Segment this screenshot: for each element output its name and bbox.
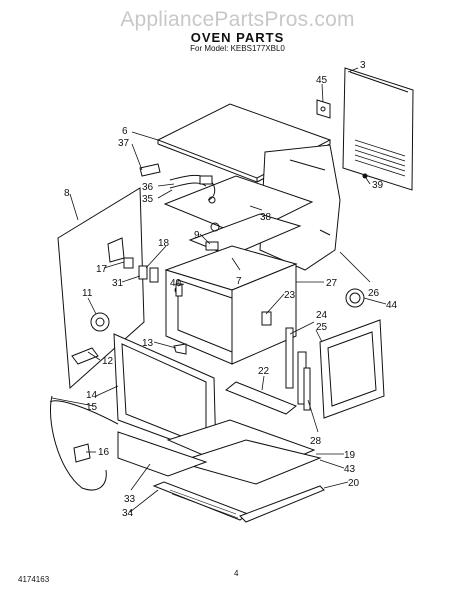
- callout-6: 6: [122, 126, 128, 137]
- callout-20: 20: [348, 478, 360, 489]
- oven-vent-fittings: [175, 241, 219, 297]
- door-gasket: [49, 395, 119, 491]
- door-latch: [73, 443, 91, 463]
- document-number: 4174163: [18, 575, 50, 584]
- bottom-rail: [225, 381, 297, 415]
- callout-25: 25: [316, 322, 328, 333]
- oven-switch-brackets: [123, 257, 159, 283]
- callout-leader-lines: [51, 67, 387, 513]
- callout-9: 9: [194, 230, 200, 241]
- callout-43: 43: [344, 464, 356, 475]
- door-clip: [173, 343, 187, 355]
- callout-35: 35: [142, 194, 154, 205]
- bottom-plate: [117, 431, 208, 477]
- gasket-ring: [345, 288, 365, 308]
- model-subtitle: For Model: KEBS177XBL0: [190, 44, 285, 53]
- callout-39: 39: [372, 180, 384, 191]
- callout-16: 16: [98, 447, 110, 458]
- oven-wiring-harness: [139, 163, 216, 201]
- callout-24: 24: [316, 310, 328, 321]
- rear-cover-panel: [319, 319, 385, 419]
- callout-14: 14: [86, 390, 98, 401]
- door-hinge-brackets: [285, 327, 311, 411]
- callout-7: 7: [236, 276, 242, 287]
- page-title: OVEN PARTS: [190, 30, 285, 45]
- kick-rail: [152, 481, 325, 523]
- callout-19: 19: [344, 450, 356, 461]
- callout-26: 26: [368, 288, 380, 299]
- callout-31: 31: [112, 278, 124, 289]
- callout-22: 22: [258, 366, 270, 377]
- callout-34: 34: [122, 508, 134, 519]
- callout-28: 28: [310, 436, 322, 447]
- callout-18: 18: [158, 238, 170, 249]
- page-number: 4: [234, 569, 239, 578]
- callout-44: 44: [386, 300, 398, 311]
- callout-3: 3: [360, 60, 366, 71]
- callout-33: 33: [124, 494, 136, 505]
- back-panel: [316, 67, 414, 191]
- oven-cavity: [164, 245, 298, 365]
- watermark: AppliancePartsPros.com: [120, 8, 355, 31]
- callout-11: 11: [82, 288, 93, 299]
- callout-23: 23: [284, 290, 296, 301]
- callout-17: 17: [96, 264, 108, 275]
- callout-15: 15: [86, 402, 98, 413]
- callout-37: 37: [118, 138, 130, 149]
- callout-45: 45: [316, 75, 328, 86]
- callout-12: 12: [102, 356, 114, 367]
- callout-38: 38: [260, 212, 272, 223]
- oven-bottom-panel: [166, 419, 322, 485]
- callout-8: 8: [64, 188, 70, 199]
- callout-40: 40: [170, 278, 182, 289]
- callout-labels: 3 45 6 37 36 35 39 8 38 9 18 17 31 7 27 …: [64, 60, 398, 519]
- callout-13: 13: [142, 338, 154, 349]
- callout-27: 27: [326, 278, 338, 289]
- callout-36: 36: [142, 182, 154, 193]
